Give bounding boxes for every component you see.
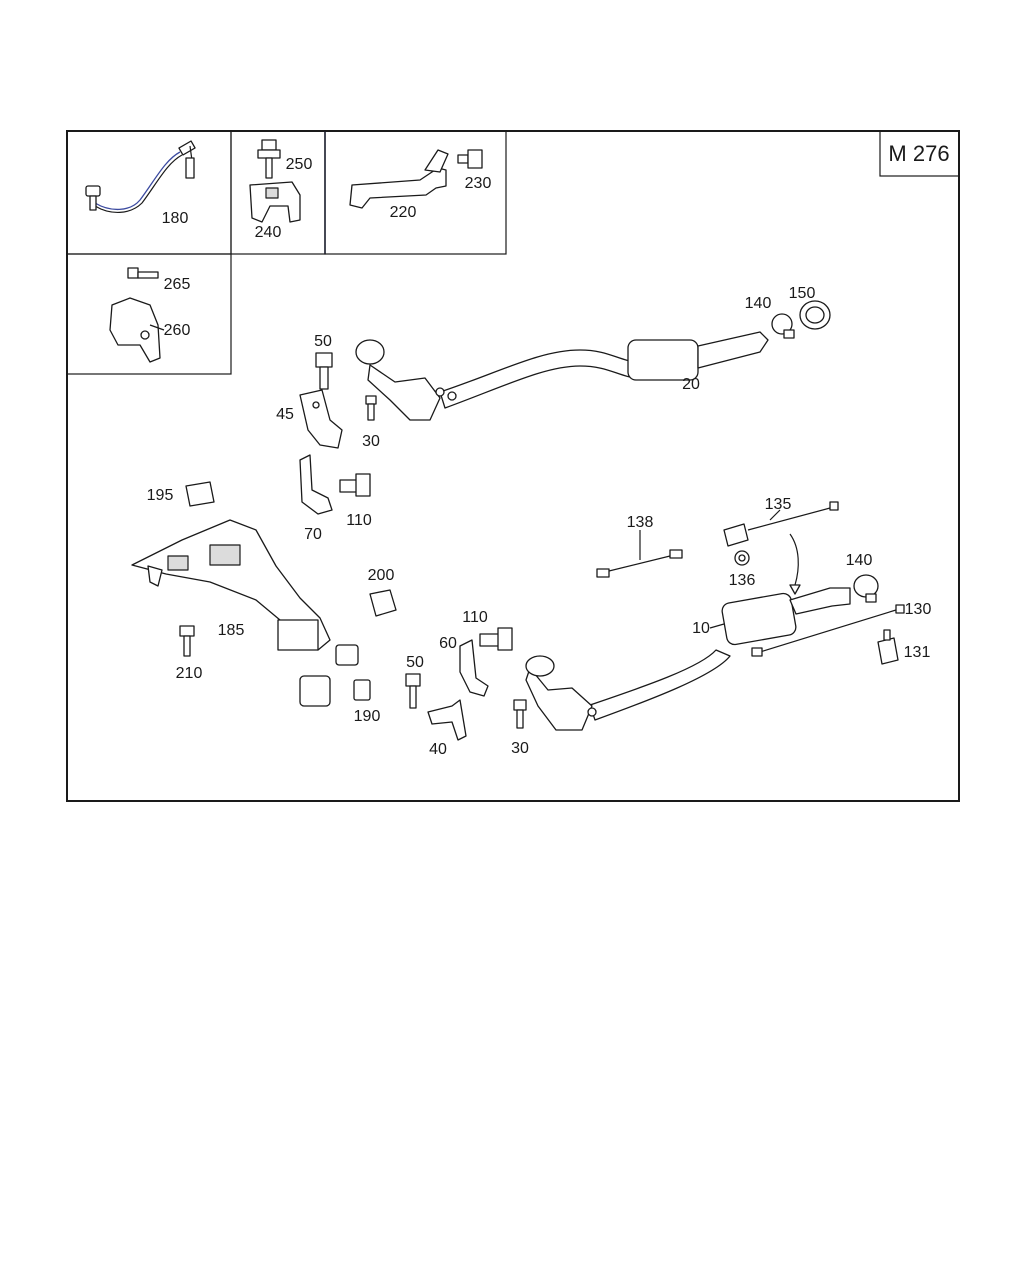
bracket-240 — [249, 181, 301, 223]
label-40: 40 — [429, 741, 447, 758]
engine-code: M 276 — [888, 141, 949, 166]
ring-150 — [799, 300, 831, 330]
inset-cell-220 — [324, 130, 507, 255]
label-265: 265 — [164, 276, 191, 293]
bracket-200 — [369, 589, 397, 617]
bolt-30-lower — [513, 699, 527, 729]
label-130: 130 — [905, 601, 932, 618]
exhaust-pipe-10 — [525, 587, 851, 731]
label-220: 220 — [390, 204, 417, 221]
crossmember-185 — [131, 519, 359, 707]
diagram-frame — [66, 130, 960, 802]
bolt-230 — [457, 149, 483, 169]
bolt-265 — [127, 267, 159, 279]
label-150: 150 — [789, 285, 816, 302]
label-250: 250 — [286, 156, 313, 173]
label-10: 10 — [692, 620, 710, 637]
label-135: 135 — [765, 496, 792, 513]
sensor-130 — [751, 604, 905, 657]
label-20: 20 — [682, 376, 700, 393]
label-210: 210 — [176, 665, 203, 682]
label-140-lower: 140 — [846, 552, 873, 569]
label-30-lower: 30 — [511, 740, 529, 757]
bolt-110-lower — [479, 627, 513, 651]
label-138: 138 — [627, 514, 654, 531]
label-260: 260 — [164, 322, 191, 339]
bolt-50-lower — [405, 673, 421, 709]
bracket-70 — [299, 454, 333, 515]
label-30-upper: 30 — [362, 433, 380, 450]
clip-131 — [877, 629, 899, 665]
sensor-135 — [723, 501, 839, 547]
nut-136 — [734, 550, 750, 566]
bracket-220 — [349, 149, 449, 209]
label-60: 60 — [439, 635, 457, 652]
bolt-250 — [257, 139, 281, 179]
bolt-210 — [179, 625, 195, 657]
label-195: 195 — [147, 487, 174, 504]
label-190: 190 — [354, 708, 381, 725]
bracket-260 — [109, 297, 161, 363]
bracket-60 — [459, 639, 489, 697]
leader-lines — [149, 324, 781, 629]
clamp-140-upper — [771, 313, 795, 339]
heat-strip-138 — [596, 549, 683, 578]
clamp-140-lower — [853, 574, 879, 603]
label-240: 240 — [255, 224, 282, 241]
part-labels: 180 250 240 220 230 265 260 140 150 50 2… — [147, 156, 932, 758]
bolt-110-upper — [339, 473, 371, 497]
label-230: 230 — [465, 175, 492, 192]
bracket-45 — [299, 389, 343, 449]
oxygen-sensor-180 — [85, 140, 196, 213]
bolt-50-upper — [315, 352, 333, 390]
label-140-upper: 140 — [745, 295, 772, 312]
inset-cell-260 — [66, 253, 232, 375]
label-50-upper: 50 — [314, 333, 332, 350]
install-arrow — [789, 533, 801, 595]
label-110-lower: 110 — [462, 609, 488, 626]
bushing-190 — [353, 679, 371, 701]
label-70: 70 — [304, 526, 322, 543]
bolt-30-upper — [365, 395, 377, 421]
exhaust-pipe-20 — [355, 331, 769, 421]
engine-code-box — [879, 130, 960, 177]
label-136: 136 — [729, 572, 756, 589]
label-185: 185 — [218, 622, 245, 639]
label-200: 200 — [368, 567, 395, 584]
label-110-upper: 110 — [346, 512, 372, 529]
label-131: 131 — [904, 644, 931, 661]
clip-195 — [185, 481, 215, 507]
label-50-lower: 50 — [406, 654, 424, 671]
bracket-40 — [427, 699, 467, 741]
label-180: 180 — [162, 210, 189, 227]
label-45: 45 — [276, 406, 294, 423]
